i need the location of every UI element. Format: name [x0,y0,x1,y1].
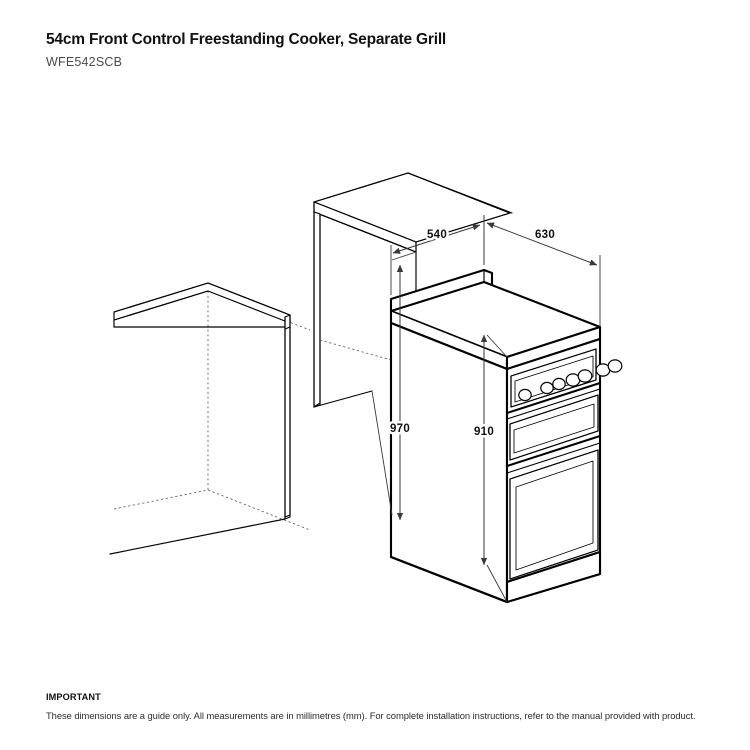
dim-540-halo: 540 [427,229,447,241]
technical-drawing: 540 540 630 630 970 970 [0,95,750,655]
footer-disclaimer: These dimensions are a guide only. All m… [46,709,696,721]
dim-630-halo: 630 [535,229,555,241]
oven-door[interactable] [509,449,599,580]
control-panel [510,348,623,408]
model-number: WFE542SCB [46,55,123,70]
footer-heading: IMPORTANT [46,691,101,702]
dimension-540: 540 540 [390,215,485,295]
cooktop-edge [389,309,602,371]
dim-910-label: 910 [474,426,494,438]
isometric-diagram-svg: 540 540 630 630 970 970 [109,172,623,604]
dim-630-label: 630 [535,229,555,241]
cooker-plinth [389,550,602,604]
control-knobs[interactable] [518,359,623,402]
page-title: 54cm Front Control Freestanding Cooker, … [46,31,447,48]
dim-910-halo: 910 [474,426,494,438]
dimension-630: 630 630 [483,215,601,327]
grill-door[interactable] [509,394,599,461]
document-header: 54cm Front Control Freestanding Cooker, … [46,30,706,69]
dim-970-halo: 970 [390,423,410,435]
dim-540-label: 540 [427,229,447,241]
dimension-910: 910 910 [471,334,508,603]
document-footer: IMPORTANT These dimensions are a guide o… [46,692,716,722]
cooker-left-side [389,321,509,604]
left-cabinet [109,282,311,555]
cooker [389,268,623,604]
dimension-970: 970 970 [371,251,417,521]
dim-970-label: 970 [390,423,410,435]
